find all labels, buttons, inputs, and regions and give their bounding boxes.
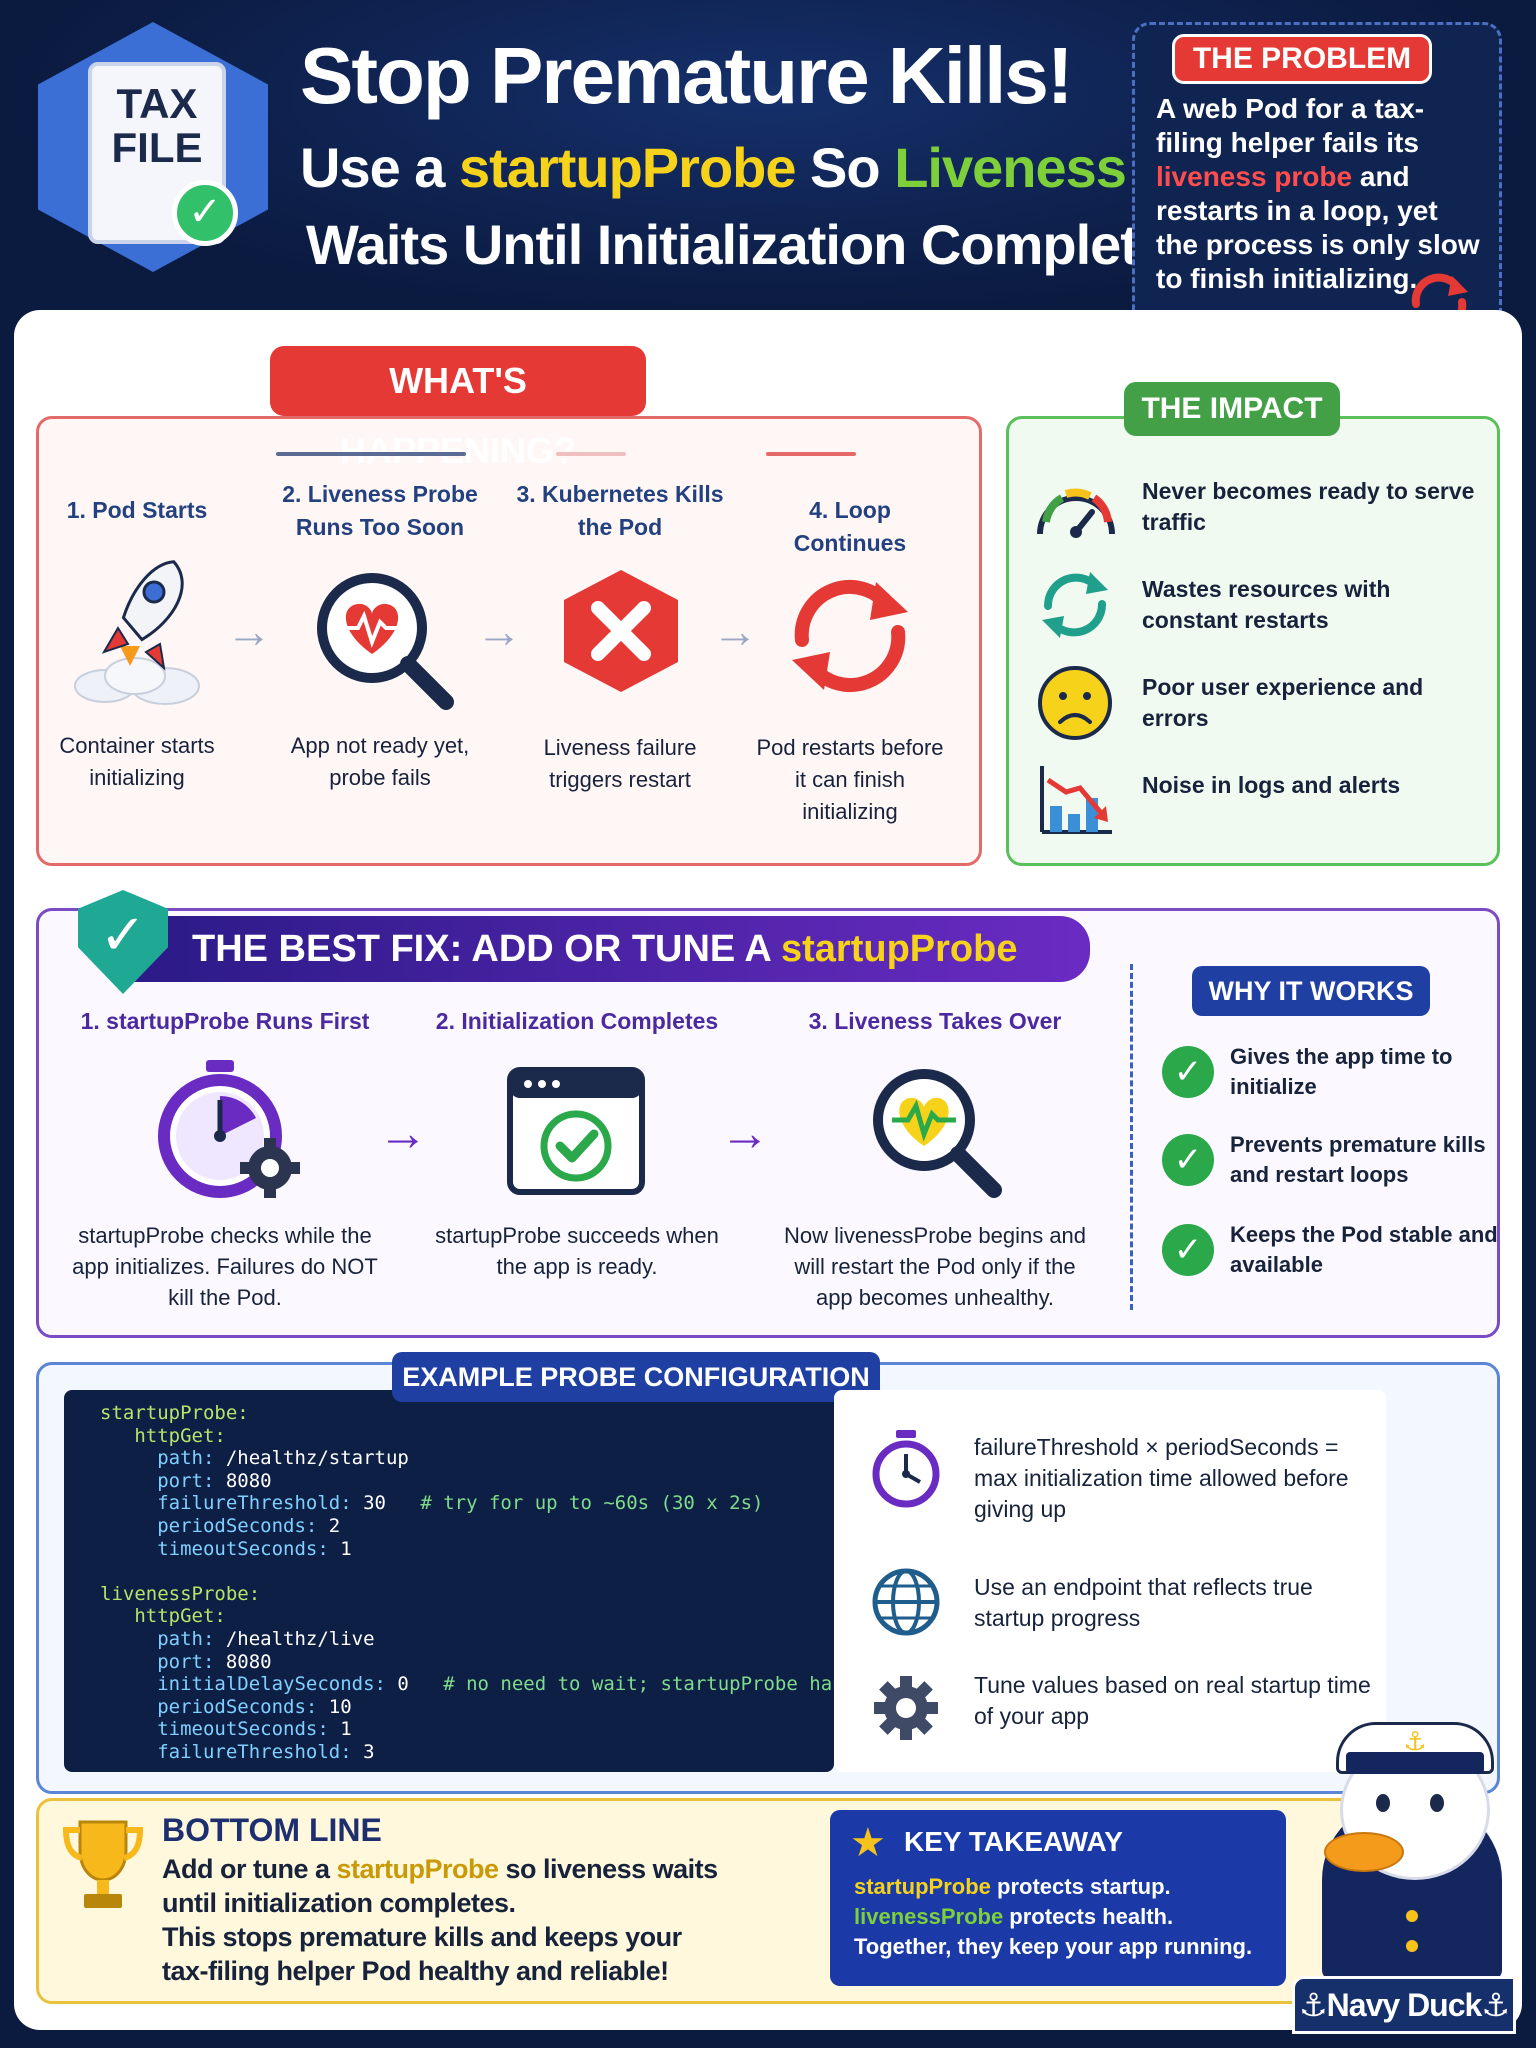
anchor-icon: ⚓ xyxy=(1403,1726,1427,1756)
key-takeaway-text: startupProbe protects startup.livenessPr… xyxy=(854,1874,1253,1959)
green-check-icon: ✓ xyxy=(1162,1134,1214,1186)
problem-description: A web Pod for a tax-filing helper fails … xyxy=(1156,93,1480,294)
fix-step-1-desc: startupProbe checks while the app initia… xyxy=(72,1223,378,1310)
sad-face-icon xyxy=(1038,666,1112,740)
globe-icon xyxy=(872,1568,940,1636)
happening-step-4-desc: Pod restarts before it can finish initia… xyxy=(756,735,944,824)
arrow-right-icon: → xyxy=(712,605,758,657)
fix-step-2-desc: startupProbe succeeds when the app is re… xyxy=(435,1223,719,1279)
impact-tag: THE IMPACT xyxy=(1124,382,1340,436)
step-underline xyxy=(556,452,626,456)
stopwatch-icon xyxy=(872,1430,940,1508)
happening-step-1-desc: Container starts initializing xyxy=(59,733,215,790)
happening-step-2-title: 2. Liveness Probe Runs Too Soon xyxy=(282,481,478,540)
bottom-line-text: Add or tune a startupProbe so liveness w… xyxy=(162,1854,718,1986)
fix-step-3-title: 3. Liveness Takes Over xyxy=(808,1008,1062,1034)
page-subtitle-line1: Use a startupProbe So Liveness xyxy=(300,136,1127,199)
trophy-icon xyxy=(62,1820,144,1908)
gear-icon xyxy=(874,1676,938,1740)
rocket-icon xyxy=(74,560,200,705)
probe-config-code-block: startupProbe: httpGet: path: /healthz/st… xyxy=(64,1390,924,1772)
best-fix-banner: THE BEST FIX: ADD OR TUNE A startupProbe xyxy=(120,916,1090,982)
fix-step-1-title: 1. startupProbe Runs First xyxy=(80,1008,370,1034)
page-title: Stop Premature Kills! xyxy=(300,31,1074,120)
arrow-right-icon: → xyxy=(476,605,522,657)
shield-check-mark: ✓ xyxy=(99,903,147,966)
key-takeaway-card xyxy=(830,1810,1286,1986)
check-badge-icon: ✓ xyxy=(172,180,238,246)
config-note-1: failureThreshold × periodSeconds = max i… xyxy=(974,1434,1349,1522)
impact-item-1: Never becomes ready to serve traffic xyxy=(1142,478,1475,535)
config-note-2: Use an endpoint that reflects true start… xyxy=(974,1574,1313,1631)
green-check-icon: ✓ xyxy=(1162,1224,1214,1276)
fix-step-2-title: 2. Initialization Completes xyxy=(435,1008,719,1034)
duck-eye xyxy=(1376,1794,1390,1812)
gauge-icon xyxy=(1037,488,1115,538)
duck-coat-button xyxy=(1406,1940,1418,1952)
fix-step-3-desc: Now livenessProbe begins and will restar… xyxy=(783,1223,1087,1310)
impact-item-2: Wastes resources with constant restarts xyxy=(1142,576,1391,633)
why-item-3: Keeps the Pod stable and available xyxy=(1230,1222,1498,1277)
whats-happening-tag: WHAT'S HAPPENING? xyxy=(270,346,646,471)
heartbeat-magnifier-icon xyxy=(317,573,454,710)
tax-file-label: TAX FILE xyxy=(111,80,203,171)
red-loop-icon xyxy=(792,579,908,693)
impact-item-3: Poor user experience and errors xyxy=(1142,674,1424,731)
step-underline xyxy=(276,452,466,456)
arrow-right-icon: → xyxy=(226,605,272,657)
declining-chart-icon xyxy=(1040,766,1112,834)
key-takeaway-title: KEY TAKEAWAY xyxy=(904,1826,1123,1857)
step-underline xyxy=(766,452,856,456)
why-item-1: Gives the app time to initialize xyxy=(1230,1044,1453,1099)
problem-tag: THE PROBLEM xyxy=(1172,34,1432,84)
why-it-works-tag: WHY IT WORKS xyxy=(1192,966,1430,1016)
green-check-icon: ✓ xyxy=(1162,1046,1214,1098)
duck-beak xyxy=(1324,1832,1404,1872)
happening-step-3-title: 3. Kubernetes Kills the Pod xyxy=(516,481,724,540)
page-subtitle-line2: Waits Until Initialization Completes xyxy=(306,213,1199,276)
arrow-right-icon: → xyxy=(720,1105,770,1161)
heartbeat-magnifier-icon xyxy=(873,1069,1002,1198)
browser-check-icon xyxy=(507,1067,645,1195)
recycle-arrows-icon xyxy=(1042,572,1108,638)
arrow-right-icon: → xyxy=(378,1105,428,1161)
happening-step-4-title: 4. Loop Continues xyxy=(793,497,907,556)
impact-item-4: Noise in logs and alerts xyxy=(1142,772,1401,798)
config-note-3: Tune values based on real startup time o… xyxy=(974,1672,1371,1729)
duck-coat-button xyxy=(1406,1910,1418,1922)
why-item-2: Prevents premature kills and restart loo… xyxy=(1230,1132,1486,1187)
red-x-hexagon-icon xyxy=(564,570,678,692)
whats-happening-section xyxy=(36,416,982,866)
happening-step-2-desc: App not ready yet, probe fails xyxy=(290,733,470,790)
happening-step-3-desc: Liveness failure triggers restart xyxy=(543,735,697,792)
duck-hat-band xyxy=(1346,1752,1484,1774)
star-icon: ★ xyxy=(850,1821,886,1865)
bottom-line-title: BOTTOM LINE xyxy=(162,1812,382,1848)
duck-eye xyxy=(1430,1794,1444,1812)
stopwatch-gear-icon xyxy=(158,1060,300,1198)
config-tag: EXAMPLE PROBE CONFIGURATION xyxy=(392,1352,880,1402)
why-divider xyxy=(1130,964,1133,1310)
happening-step-1-title: 1. Pod Starts xyxy=(66,497,208,523)
navy-duck-brand-badge: ⚓Navy Duck⚓ xyxy=(1292,1976,1516,2034)
